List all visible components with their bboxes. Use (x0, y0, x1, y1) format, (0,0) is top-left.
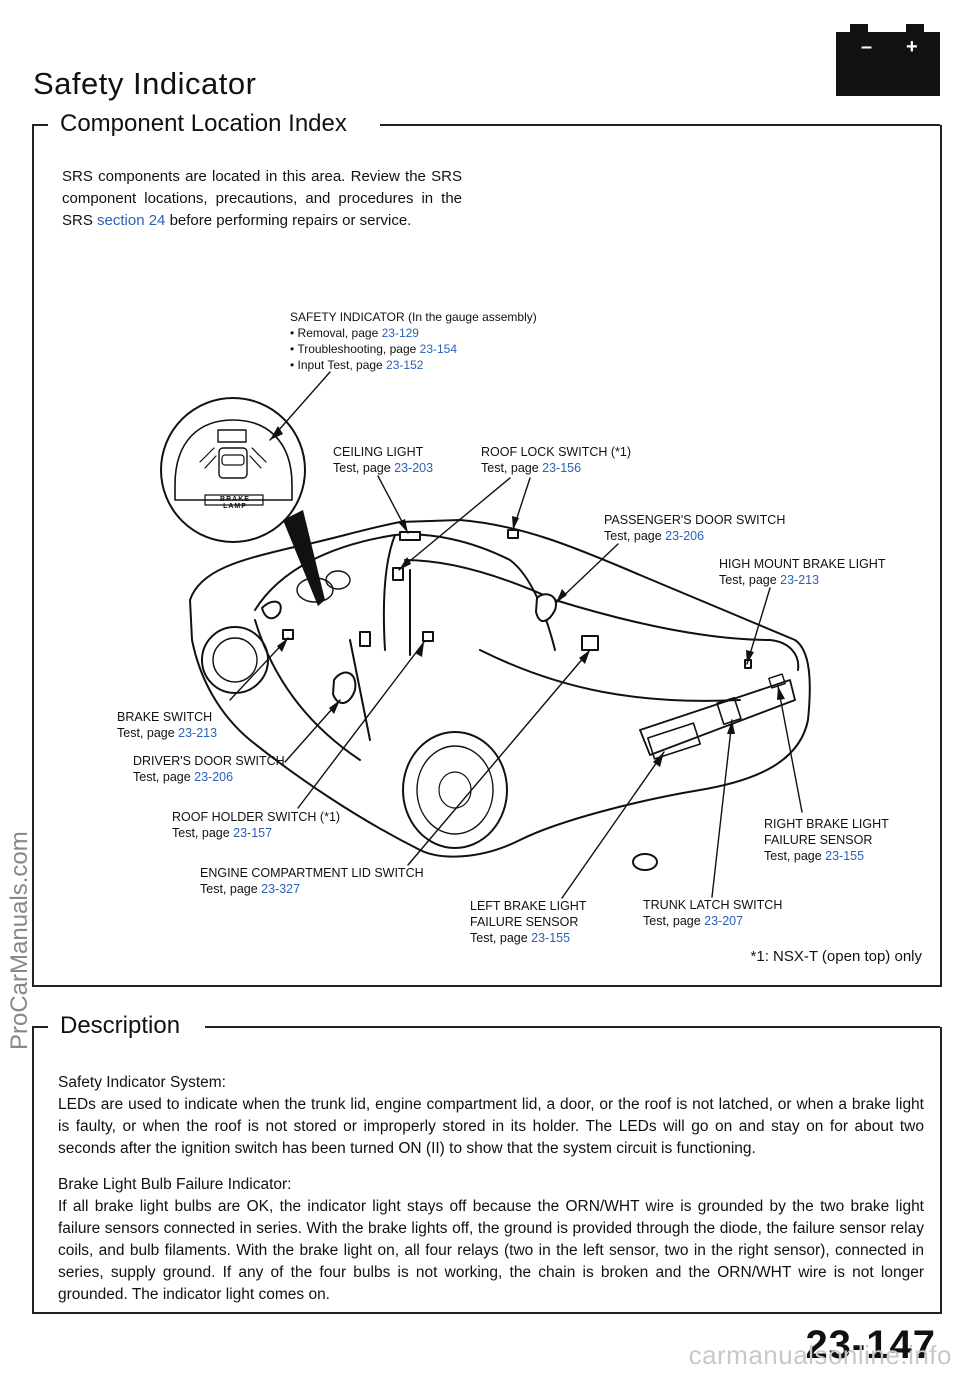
battery-icon: – + (836, 24, 940, 96)
callout-name: HIGH MOUNT BRAKE LIGHT (719, 557, 886, 571)
callout-engine-lid-switch: ENGINE COMPARTMENT LID SWITCH Test, page… (200, 865, 424, 897)
callout-test: Test, page (470, 931, 532, 945)
component-location-frame (32, 125, 942, 987)
callout-name: TRUNK LATCH SWITCH (643, 898, 783, 912)
callout-brake-switch: BRAKE SWITCH Test, page 23-213 (117, 709, 217, 741)
callout-name-line2: FAILURE SENSOR (764, 833, 873, 847)
description-body: Safety Indicator System: LEDs are used t… (58, 1072, 924, 1320)
callout-test: Test, page (133, 770, 195, 784)
intro-text-pre: SRS components are located in this area.… (62, 168, 462, 229)
safety-indicator-item: • Removal, page 23-129 (290, 326, 419, 340)
description-paragraph-2: Brake Light Bulb Failure Indicator: If a… (58, 1174, 924, 1306)
safety-indicator-item: • Input Test, page 23-152 (290, 358, 424, 372)
callout-test: Test, page (117, 726, 179, 740)
callout-test: Test, page (333, 461, 395, 475)
safety-indicator-item: • Troubleshooting, page 23-154 (290, 342, 458, 356)
page-link[interactable]: 23-155 (531, 931, 571, 945)
frame-top-right-line (380, 124, 940, 126)
callout-passenger-door-switch: PASSENGER'S DOOR SWITCH Test, page 23-20… (604, 512, 785, 544)
paragraph-body: If all brake light bulbs are OK, the ind… (58, 1198, 924, 1303)
page-link[interactable]: 23-155 (825, 849, 865, 863)
callout-name: PASSENGER'S DOOR SWITCH (604, 513, 786, 527)
callout-name: RIGHT BRAKE LIGHT (764, 817, 889, 831)
paragraph-heading: Brake Light Bulb Failure Indicator: (58, 1176, 292, 1193)
page-link[interactable]: 23-156 (542, 461, 582, 475)
section-title-component-location: Component Location Index (52, 110, 355, 138)
page-link[interactable]: 23-206 (194, 770, 234, 784)
page-link[interactable]: 23-327 (261, 882, 301, 896)
callout-name: LEFT BRAKE LIGHT (470, 899, 587, 913)
callout-test: Test, page (764, 849, 826, 863)
page-link[interactable]: 23-154 (419, 342, 458, 356)
page-link[interactable]: 23-152 (386, 358, 424, 372)
inset-brake-lamp-label: BRAKE LAMP (220, 496, 250, 510)
battery-minus-label: – (861, 36, 873, 58)
callout-safety-indicator: SAFETY INDICATOR (In the gauge assembly)… (290, 309, 537, 373)
callout-trunk-latch-switch: TRUNK LATCH SWITCH Test, page 23-207 (643, 897, 782, 929)
watermark-bottom: carmanualsonline.info (688, 1340, 952, 1370)
page-link[interactable]: 23-203 (394, 461, 434, 475)
callout-high-mount-brake-light: HIGH MOUNT BRAKE LIGHT Test, page 23-213 (719, 556, 885, 588)
callout-left-brake-sensor: LEFT BRAKE LIGHT FAILURE SENSOR Test, pa… (470, 898, 586, 946)
frame-top-left-line (32, 124, 48, 126)
callout-name: ROOF LOCK SWITCH (*1) (481, 445, 632, 459)
intro-text-post: before performing repairs or service. (165, 212, 412, 229)
footnote-nsx-t: *1: NSX-T (open top) only (750, 948, 922, 965)
watermark-side: ProCarManuals.com (6, 831, 33, 1050)
frame2-top-left-line (32, 1026, 48, 1028)
callout-name: DRIVER'S DOOR SWITCH (133, 754, 285, 768)
description-paragraph-1: Safety Indicator System: LEDs are used t… (58, 1072, 924, 1160)
callout-name: ENGINE COMPARTMENT LID SWITCH (200, 866, 424, 880)
callout-roof-lock-switch: ROOF LOCK SWITCH (*1) Test, page 23-156 (481, 444, 631, 476)
callout-name: ROOF HOLDER SWITCH (*1) (172, 810, 341, 824)
callout-test: Test, page (172, 826, 234, 840)
paragraph-body: LEDs are used to indicate when the trunk… (58, 1096, 924, 1157)
battery-plus-label: + (906, 36, 918, 58)
callout-test: Test, page (604, 529, 666, 543)
srs-section-link[interactable]: section 24 (97, 212, 166, 229)
page-number: 23-147 (805, 1323, 936, 1367)
callout-test: Test, page (719, 573, 781, 587)
callout-test: Test, page (200, 882, 262, 896)
section-title-description: Description (52, 1012, 189, 1040)
frame2-top-right-line (205, 1026, 940, 1028)
page-link[interactable]: 23-213 (178, 726, 218, 740)
srs-intro-text: SRS components are located in this area.… (62, 166, 462, 232)
inset-circle (160, 397, 306, 543)
page-link[interactable]: 23-207 (704, 914, 744, 928)
paragraph-heading: Safety Indicator System: (58, 1074, 226, 1091)
page-link[interactable]: 23-206 (665, 529, 705, 543)
page-link[interactable]: 23-213 (780, 573, 820, 587)
callout-right-brake-sensor: RIGHT BRAKE LIGHT FAILURE SENSOR Test, p… (764, 816, 889, 864)
callout-test: Test, page (643, 914, 705, 928)
callout-test: Test, page (481, 461, 543, 475)
callout-name: BRAKE SWITCH (117, 710, 213, 724)
callout-roof-holder-switch: ROOF HOLDER SWITCH (*1) Test, page 23-15… (172, 809, 340, 841)
callout-name: CEILING LIGHT (333, 445, 424, 459)
callout-driver-door-switch: DRIVER'S DOOR SWITCH Test, page 23-206 (133, 753, 285, 785)
callout-ceiling-light: CEILING LIGHT Test, page 23-203 (333, 444, 433, 476)
description-frame (32, 1027, 942, 1314)
page-link[interactable]: 23-157 (233, 826, 273, 840)
page-title: Safety Indicator (33, 66, 257, 101)
callout-name-line2: FAILURE SENSOR (470, 915, 579, 929)
page-link[interactable]: 23-129 (381, 326, 419, 340)
safety-indicator-title: SAFETY INDICATOR (In the gauge assembly) (290, 310, 537, 324)
